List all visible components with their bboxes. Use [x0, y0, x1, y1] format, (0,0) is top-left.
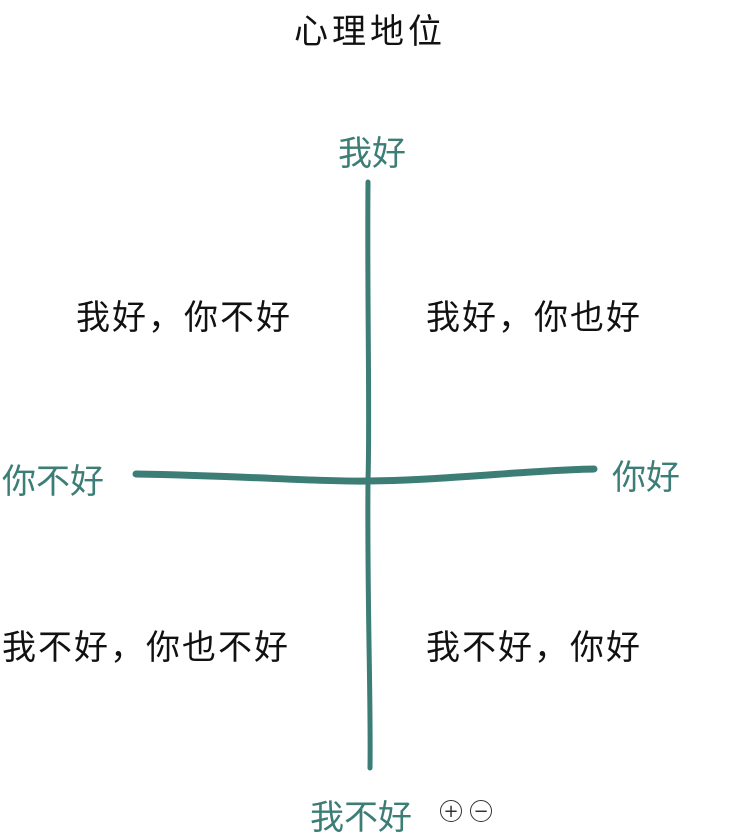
quadrant-top-right: 我好，你也好 — [426, 298, 642, 338]
horizontal-axis — [132, 465, 598, 485]
vertical-axis — [365, 179, 373, 771]
quadrant-bottom-left: 我不好，你也不好 — [2, 628, 290, 668]
zoom-out-button[interactable]: − — [470, 800, 492, 822]
quadrant-bottom-right: 我不好，你好 — [426, 628, 642, 668]
zoom-in-button[interactable]: + — [440, 800, 462, 822]
axis-label-left: 你不好 — [2, 462, 104, 502]
axis-label-bottom: 我不好 — [310, 798, 412, 838]
axis-label-right: 你好 — [612, 458, 680, 498]
diagram-title: 心理地位 — [294, 12, 446, 52]
quadrant-top-left: 我好，你不好 — [76, 298, 292, 338]
axis-label-top: 我好 — [338, 134, 406, 174]
